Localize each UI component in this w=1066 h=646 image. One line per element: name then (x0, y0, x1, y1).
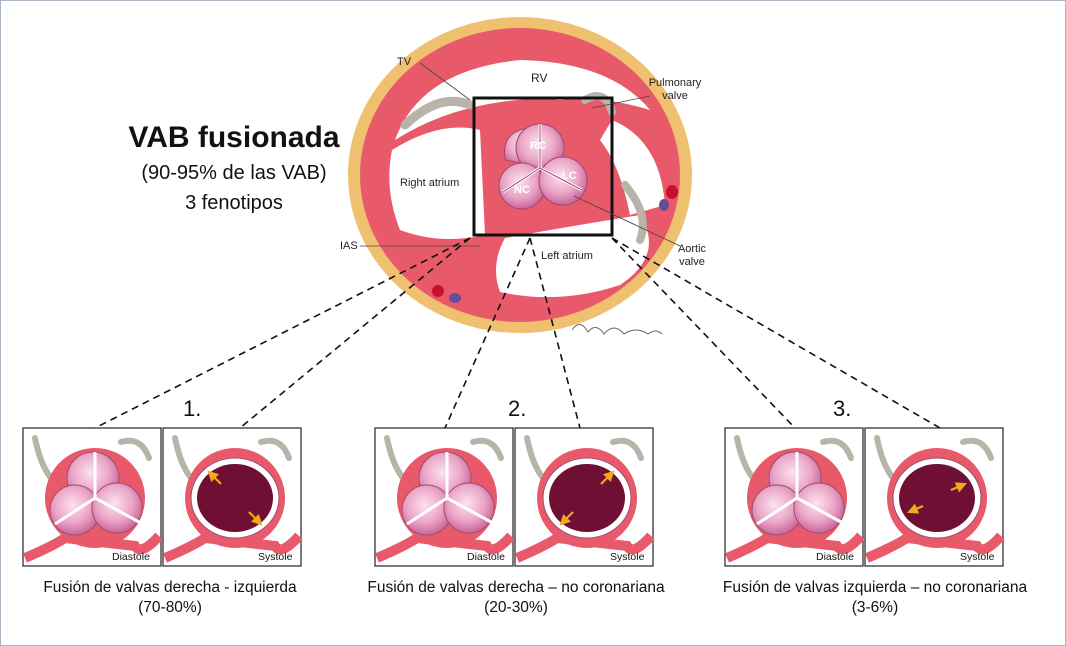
commissure-lines (756, 452, 842, 526)
coronary-vein (659, 199, 669, 211)
valve-orifice (899, 464, 975, 532)
diastole-tag-2: Diastole (467, 551, 505, 563)
diastole-tag-1: Diastole (112, 551, 150, 563)
label-ias: IAS (340, 240, 358, 252)
caption-1-line1: Fusión de valvas derecha - izquierda (43, 579, 297, 596)
flow-arrow (906, 503, 924, 514)
commissure-lines (406, 452, 492, 526)
flow-arrow (559, 511, 574, 526)
title-phenotypes: 3 fenotipos (185, 192, 283, 214)
valve-cusp (793, 482, 845, 534)
label-nc: NC (514, 184, 530, 196)
caption-3: Fusión de valvas izquierda – no coronari… (700, 578, 1050, 618)
leaflet (470, 437, 504, 461)
leaflet (118, 437, 152, 461)
title-prevalence: (90-95% de las VAB) (141, 162, 327, 184)
caption-3-line2: (3-6%) (851, 599, 899, 616)
label-lc: LC (562, 170, 577, 182)
caption-1: Fusión de valvas derecha - izquierda (70… (10, 578, 330, 618)
zoom-box (472, 96, 614, 237)
coronary-artery (432, 285, 444, 297)
heart-cross-section (348, 17, 692, 335)
title-main: VAB fusionada (128, 121, 340, 154)
label-pulmonary-valve: Pulmonary valve (648, 77, 702, 102)
flow-arrow (600, 470, 615, 485)
systole-tag-1: Systole (258, 551, 293, 563)
label-tv: TV (397, 56, 412, 68)
flow-arrow (248, 511, 263, 526)
phenotype-number-3: 3. (833, 396, 852, 421)
leaflet (820, 437, 854, 461)
systole-panel-1 (162, 427, 303, 567)
phenotype-panels (22, 427, 1005, 567)
label-aortic-valve: Aortic valve (677, 243, 707, 268)
label-rc: RC (530, 140, 546, 152)
caption-2: Fusión de valvas derecha – no coronarian… (340, 578, 692, 618)
diastole-panel-3 (724, 427, 865, 567)
valve-cusp (91, 482, 143, 534)
label-left-atrium: Left atrium (541, 250, 593, 262)
title-block: VAB fusionada (90-95% de las VAB) 3 feno… (100, 120, 368, 216)
diastole-panel-2 (374, 427, 515, 567)
aortic-valve (498, 122, 588, 210)
phenotype-number-1: 1. (183, 396, 202, 421)
connector-lines (94, 237, 941, 429)
commissure-lines (54, 452, 140, 526)
systole-tag-2: Systole (610, 551, 645, 563)
phenotype-number-2: 2. (508, 396, 527, 421)
flow-arrow (207, 470, 222, 485)
label-rv: RV (531, 71, 548, 85)
coronary-artery (666, 185, 678, 199)
right-ventricle-cavity (395, 60, 650, 140)
leaflet (610, 437, 644, 461)
caption-2-line2: (20-30%) (484, 599, 548, 616)
label-right-atrium: Right atrium (400, 177, 460, 189)
diastole-panel-1 (22, 427, 163, 567)
caption-2-line1: Fusión de valvas derecha – no coronarian… (367, 579, 665, 596)
systole-tag-3: Systole (960, 551, 995, 563)
valve-cusp (443, 482, 495, 534)
coronary-vein (449, 293, 461, 303)
diastole-tag-3: Diastole (816, 551, 854, 563)
leaflet (960, 437, 994, 461)
signature (571, 324, 663, 335)
caption-1-line2: (70-80%) (138, 599, 202, 616)
lv-outflow-cavity (600, 120, 665, 215)
systole-panel-2 (514, 427, 655, 567)
valve-orifice (549, 464, 625, 532)
tricuspid-leaflet (400, 96, 475, 130)
valve-orifice (197, 464, 273, 532)
flow-arrow (950, 482, 968, 493)
mitral-leaflet (621, 181, 647, 244)
caption-3-line1: Fusión de valvas izquierda – no coronari… (722, 579, 1028, 596)
systole-panel-3 (864, 427, 1005, 567)
leaflet (258, 437, 292, 461)
right-atrium-cavity (389, 127, 485, 239)
